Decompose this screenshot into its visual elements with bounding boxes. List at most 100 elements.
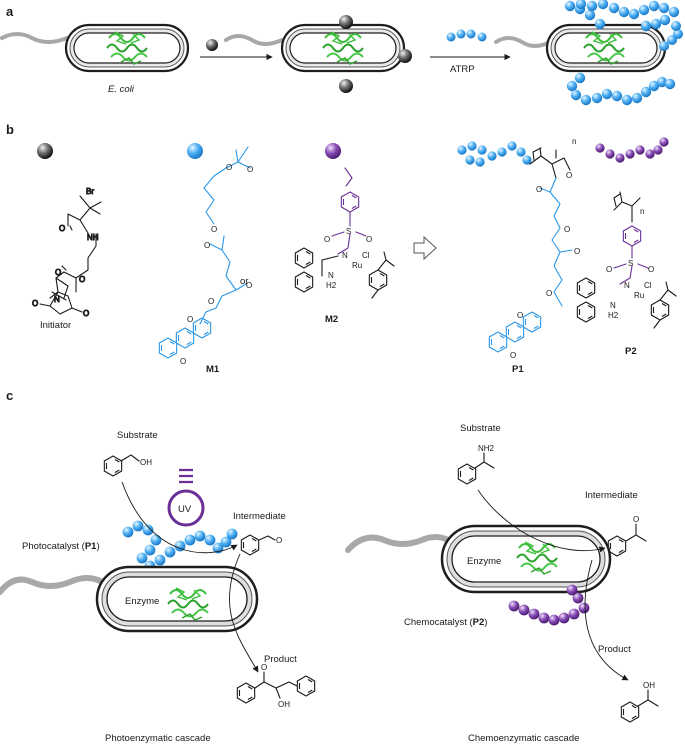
svg-text:O: O	[83, 309, 89, 318]
polymer-bead	[538, 612, 550, 624]
photo-substrate-label: Substrate	[117, 430, 158, 441]
svg-text:OH: OH	[278, 700, 290, 709]
polymer-bead	[635, 145, 645, 155]
m1-sphere	[187, 143, 203, 159]
flagellum	[494, 36, 552, 48]
svg-text:n: n	[572, 137, 576, 146]
photo-enzyme-label: Enzyme	[125, 596, 159, 607]
svg-text:O: O	[55, 268, 61, 277]
chemo-arrow-1	[477, 489, 606, 553]
photocatalyst-label: Photocatalyst (P1)	[22, 541, 100, 552]
polymer-bead	[204, 534, 216, 546]
polymer-bead	[574, 72, 586, 84]
polymer-bead	[144, 544, 156, 556]
svg-text:O: O	[204, 241, 210, 250]
polymer-bead	[640, 20, 652, 32]
polymer-bead	[122, 526, 134, 538]
svg-text:O: O	[59, 224, 65, 233]
polymer-bead	[132, 520, 144, 532]
polymer-bead	[487, 151, 497, 161]
initiator-bead	[398, 49, 412, 63]
svg-text:OH: OH	[140, 458, 152, 467]
photo-cascade-title: Photoenzymatic cascade	[105, 733, 211, 744]
polymer-bead	[164, 546, 176, 558]
atrp-label: ATRP	[450, 64, 475, 75]
p1-label: P1	[512, 364, 524, 375]
chemo-cell	[345, 524, 612, 594]
polymer-bead	[136, 552, 148, 564]
m1-structure: O O O O O O O O	[158, 146, 253, 366]
svg-text:N: N	[342, 251, 348, 260]
chemo-substrate-structure: NH2	[457, 444, 495, 485]
polymer-bead	[566, 584, 578, 596]
polymer-bead	[601, 88, 613, 100]
chemo-substrate-label: Substrate	[460, 423, 501, 434]
polymer-bead	[467, 141, 477, 151]
polymer-bead	[522, 155, 532, 165]
photo-arrow-2	[229, 553, 259, 673]
chemo-intermediate-label: Intermediate	[585, 490, 638, 501]
polymer-bead	[226, 528, 238, 540]
ecoli-label: E. coli	[108, 84, 135, 95]
initiator-bead	[206, 39, 218, 51]
polymer-bead	[558, 612, 570, 624]
panel-label-c: c	[6, 388, 13, 403]
svg-text:N: N	[610, 301, 616, 310]
svg-text:O: O	[566, 171, 572, 180]
svg-text:N: N	[54, 295, 60, 304]
svg-text:S: S	[346, 227, 351, 236]
svg-text:Ru: Ru	[634, 291, 644, 300]
m2-sphere	[325, 143, 341, 159]
svg-text:O: O	[366, 235, 372, 244]
m2-label: M2	[325, 314, 338, 325]
svg-text:O: O	[247, 165, 253, 174]
polymer-bead	[668, 6, 680, 18]
polymer-bead	[572, 592, 584, 604]
svg-text:NH: NH	[87, 233, 99, 242]
initiator-label: Initiator	[40, 320, 71, 331]
open-arrow-icon	[413, 235, 437, 261]
svg-text:O: O	[276, 536, 282, 545]
polymer-bead	[594, 18, 606, 30]
polymer-bead	[650, 18, 662, 30]
polymer-bead	[586, 0, 598, 12]
svg-text:n: n	[640, 207, 644, 216]
polymer-bead	[648, 80, 660, 92]
photo-substrate-structure: OH	[103, 454, 152, 477]
polymer-bead	[570, 89, 582, 101]
polymer-bead	[640, 86, 652, 98]
polymer-bead	[497, 147, 507, 157]
svg-text:O: O	[180, 357, 186, 366]
flagellum	[345, 534, 451, 553]
svg-text:Cl: Cl	[644, 281, 652, 290]
polymer-bead	[664, 78, 676, 90]
chemo-product-structure: OH	[620, 681, 659, 723]
polymer-bead	[584, 9, 596, 21]
p1-structure: O O O O O n O O	[488, 137, 580, 360]
polymer-bead	[615, 153, 625, 163]
chemo-cascade-title: Chemoenzymatic cascade	[468, 733, 579, 744]
flagellum	[224, 34, 284, 46]
flagellum	[0, 32, 69, 44]
panel-label-b: b	[6, 122, 14, 137]
polymer-bead	[518, 604, 530, 616]
polymer-bead	[618, 6, 630, 18]
polymer-bead	[578, 602, 590, 614]
polymer-bead	[575, 0, 587, 10]
panel-label-a: a	[6, 4, 14, 19]
svg-text:O: O	[246, 281, 252, 290]
svg-text:Ru: Ru	[352, 261, 362, 270]
ecoli-cell-1	[0, 23, 190, 73]
svg-text:N: N	[624, 281, 630, 290]
polymer-bead	[591, 92, 603, 104]
polymer-bead	[507, 141, 517, 151]
polymer-bead	[625, 149, 635, 159]
p2-structure: n S O O N Ru Cl N H2	[576, 191, 677, 329]
polymer-bead	[184, 534, 196, 546]
polymer-bead	[564, 0, 576, 12]
or-label: or	[240, 276, 248, 287]
svg-text:O: O	[536, 185, 542, 194]
ecoli-cell-3	[494, 23, 667, 73]
svg-text:O: O	[633, 515, 639, 524]
polymer-bead	[475, 157, 485, 167]
